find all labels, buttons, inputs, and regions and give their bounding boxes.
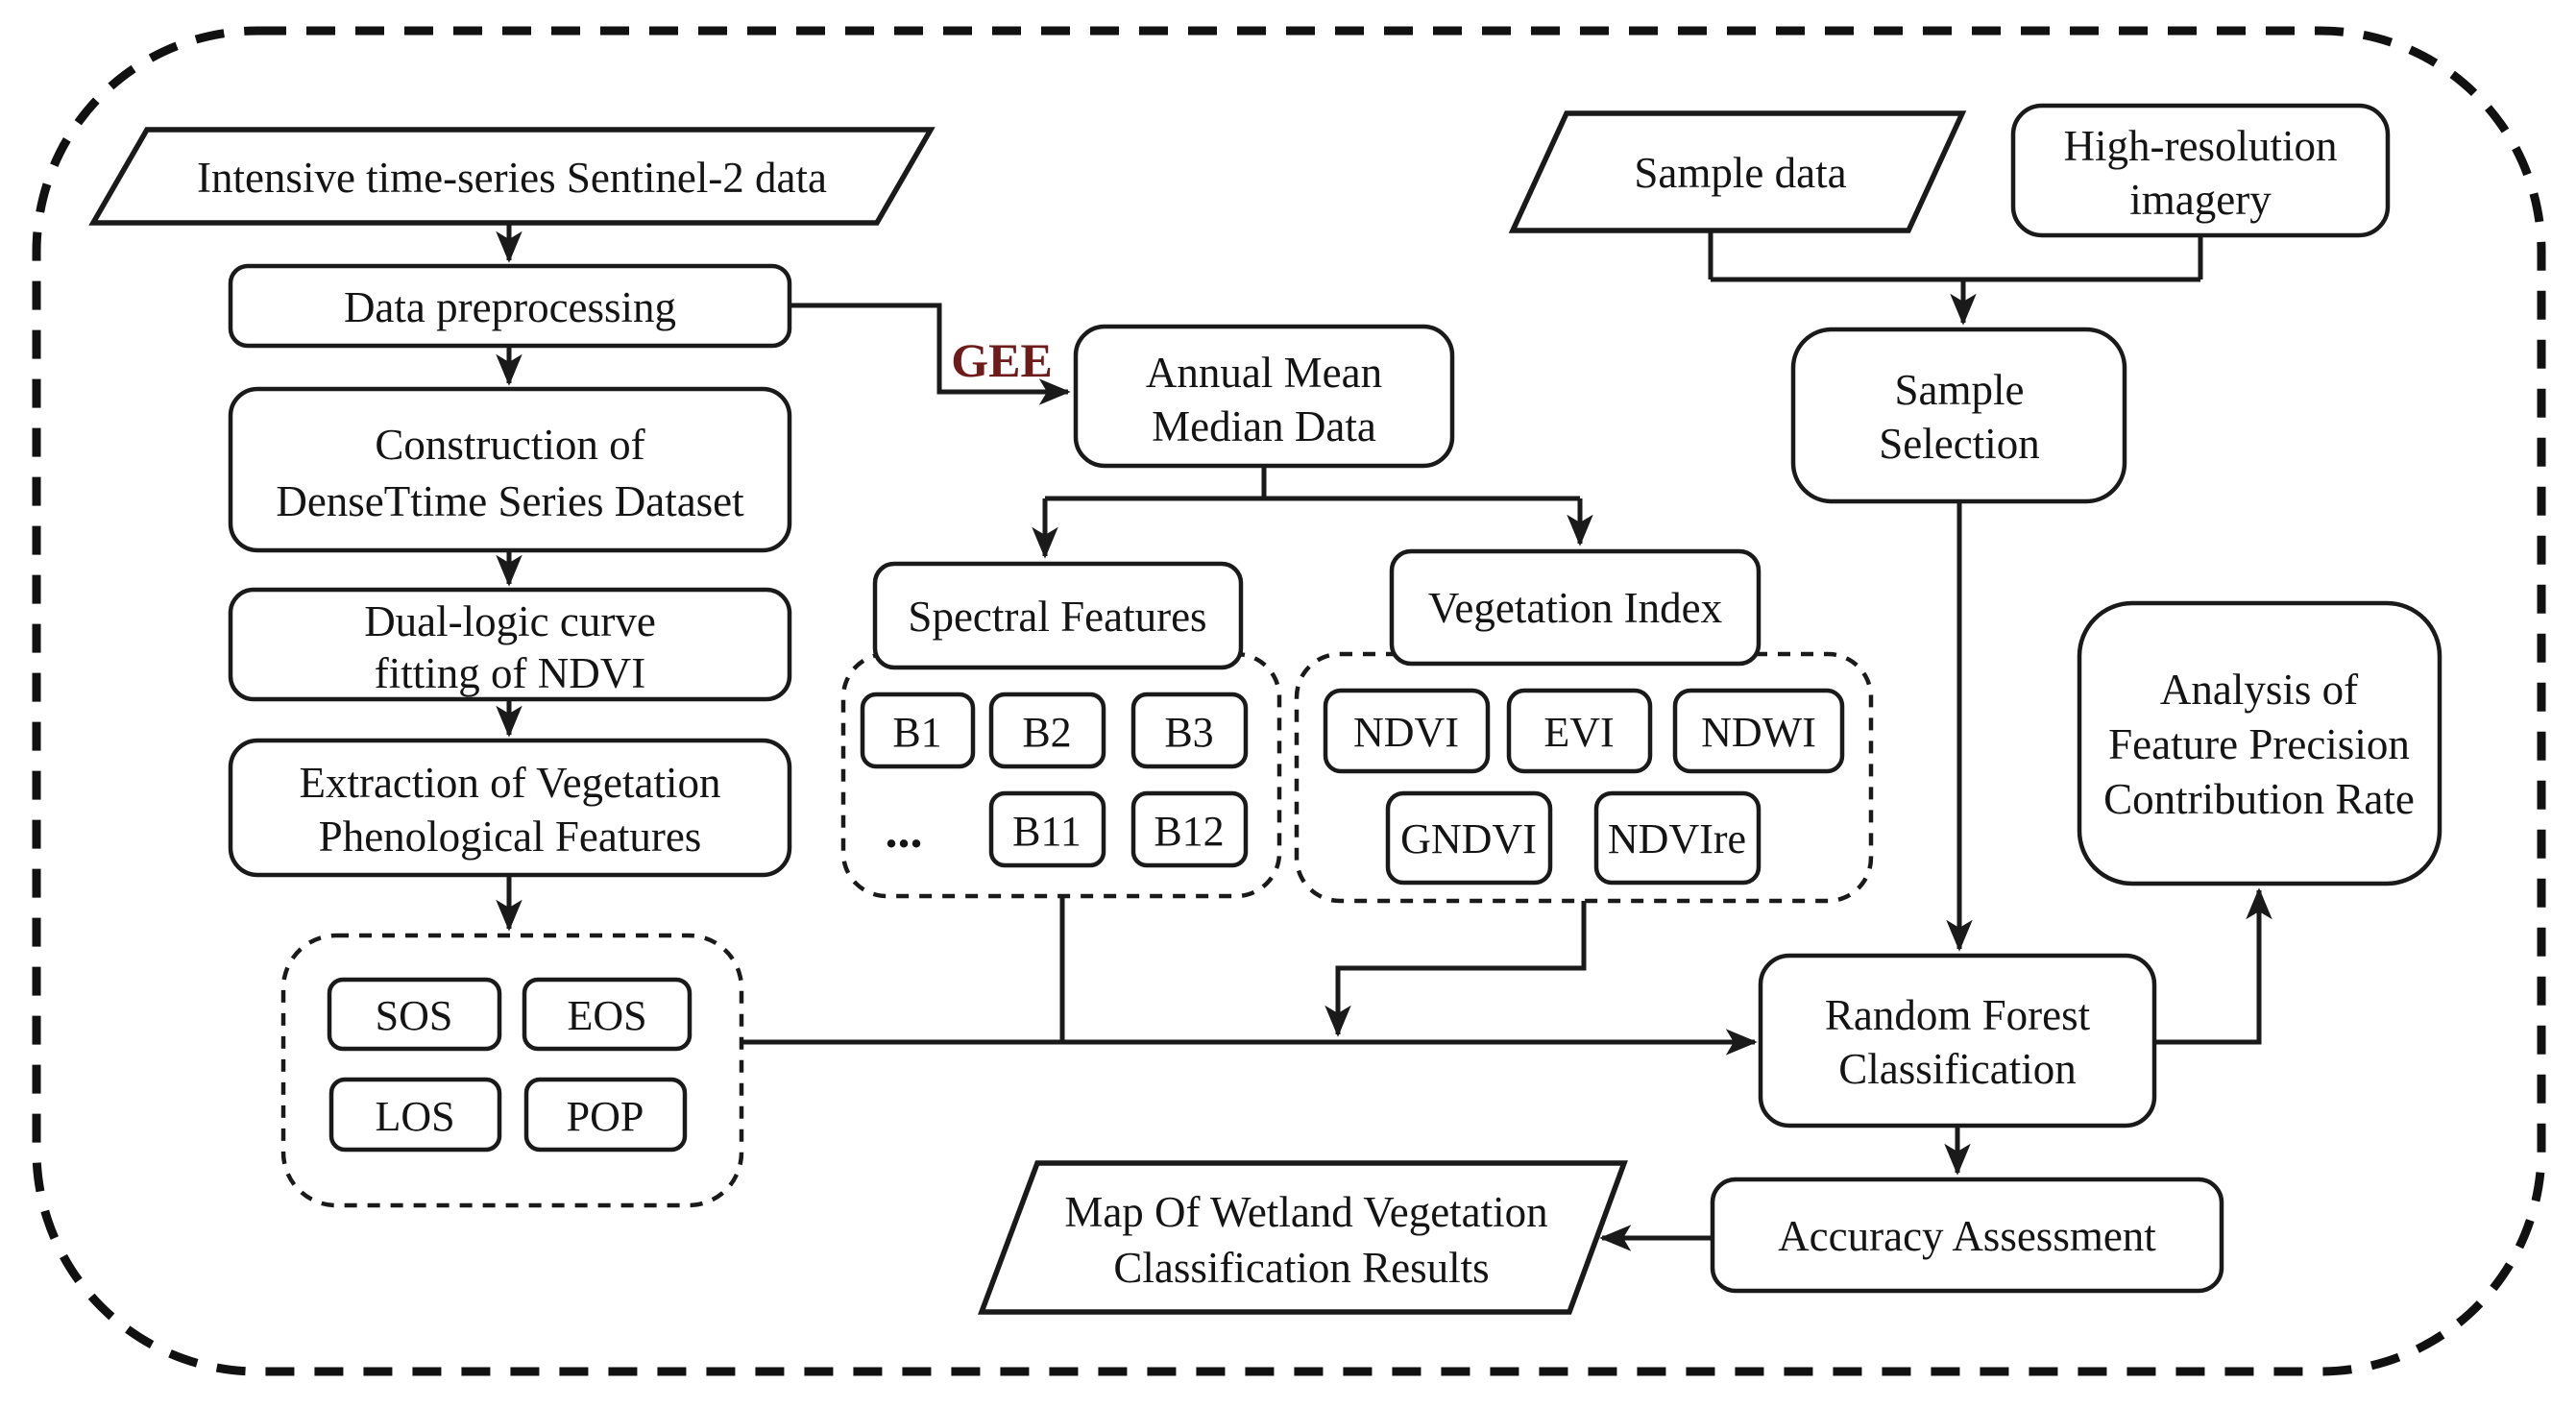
node-ndwi (1672, 688, 1845, 774)
node-band-b12 (1130, 790, 1249, 868)
sos-label: SOS (376, 992, 453, 1039)
spectral-group-container (840, 651, 1282, 899)
edge-vegetation-drop (1324, 901, 1587, 1037)
node-sample-data (1508, 110, 1967, 233)
ndwi-label: NDWI (1701, 709, 1816, 756)
sample-data-label: Sample data (1634, 149, 1846, 197)
node-accuracy-assessment (1710, 1177, 2224, 1294)
densetime-line1: Construction of (375, 421, 644, 469)
node-dual-logic (228, 587, 792, 702)
node-annual-mean (1073, 324, 1455, 469)
analysis-line2: Feature Precision (2108, 720, 2410, 768)
node-band-b2 (988, 692, 1106, 769)
node-band-b3 (1130, 692, 1249, 769)
sample-selection-line1: Sample (1895, 366, 2025, 414)
gee-edge-label: GEE (951, 333, 1053, 387)
ndvi-label: NDVI (1353, 709, 1459, 756)
node-evi (1506, 688, 1653, 774)
dual-logic-line2: fitting of NDVI (375, 649, 645, 697)
data-preprocessing-label: Data preprocessing (344, 283, 676, 331)
analysis-line1: Analysis of (2160, 666, 2358, 714)
sample-selection-line2: Selection (1879, 420, 2039, 468)
densetime-line2: DenseTtime Series Dataset (276, 477, 744, 525)
band-b11-label: B11 (1012, 808, 1081, 855)
phenology-group-container (280, 933, 744, 1208)
band-b1-label: B1 (892, 709, 941, 756)
dual-logic-line1: Dual-logic curve (364, 597, 656, 645)
band-ellipsis-label: ... (886, 804, 923, 859)
sentinel-input-label: Intensive time-series Sentinel-2 data (197, 154, 827, 202)
spectral-features-label: Spectral Features (908, 593, 1206, 641)
node-sample-selection (1790, 327, 2127, 504)
node-vegetation-index (1389, 548, 1762, 667)
analysis-line3: Contribution Rate (2103, 775, 2415, 823)
node-ndvire (1593, 790, 1762, 886)
node-eos (522, 977, 693, 1052)
high-resolution-line2: imagery (2129, 176, 2272, 224)
accuracy-assessment-label: Accuracy Assessment (1778, 1212, 2156, 1260)
node-spectral-features (872, 561, 1244, 670)
node-gndvi (1385, 790, 1553, 886)
node-data-preprocessing (228, 263, 792, 349)
node-sentinel-input (88, 127, 936, 226)
gndvi-label: GNDVI (1400, 815, 1537, 862)
edge-preprocessing-to-annual-gee (790, 303, 1071, 405)
edge-annual-split (1045, 466, 1580, 501)
annual-mean-line1: Annual Mean (1146, 349, 1382, 397)
eos-label: EOS (567, 992, 646, 1039)
evi-label: EVI (1543, 709, 1614, 756)
annual-mean-line2: Median Data (1152, 402, 1376, 450)
extraction-line1: Extraction of Vegetation (299, 759, 720, 807)
band-b12-label: B12 (1154, 808, 1224, 855)
node-densetime-series (228, 386, 792, 553)
map-output-line2: Classification Results (1113, 1244, 1489, 1292)
extraction-line2: Phenological Features (319, 813, 702, 861)
node-analysis (2077, 600, 2442, 886)
los-label: LOS (375, 1093, 454, 1140)
node-ndvi (1323, 688, 1491, 774)
node-sos (327, 977, 502, 1052)
edge-randomforest-to-analysis (2154, 887, 2272, 1045)
edge-sample-merge (1708, 231, 2203, 282)
random-forest-line2: Classification (1838, 1045, 2076, 1093)
node-high-resolution (2010, 103, 2391, 238)
node-band-b1 (860, 692, 976, 769)
node-map-output (978, 1160, 1628, 1315)
random-forest-line1: Random Forest (1825, 991, 2091, 1039)
ndvire-label: NDVIre (1608, 815, 1746, 862)
outer-dashed-border (32, 26, 2546, 1376)
node-los (328, 1077, 502, 1153)
pop-label: POP (567, 1093, 644, 1140)
band-b2-label: B2 (1022, 709, 1071, 756)
node-band-b11 (988, 790, 1106, 868)
band-b3-label: B3 (1164, 709, 1213, 756)
node-extraction (228, 738, 792, 878)
vegetation-index-label: Vegetation Index (1428, 584, 1722, 632)
node-pop (523, 1077, 688, 1153)
high-resolution-line1: High-resolution (2064, 122, 2338, 170)
node-random-forest (1758, 953, 2157, 1129)
map-output-line1: Map Of Wetland Vegetation (1064, 1188, 1547, 1236)
